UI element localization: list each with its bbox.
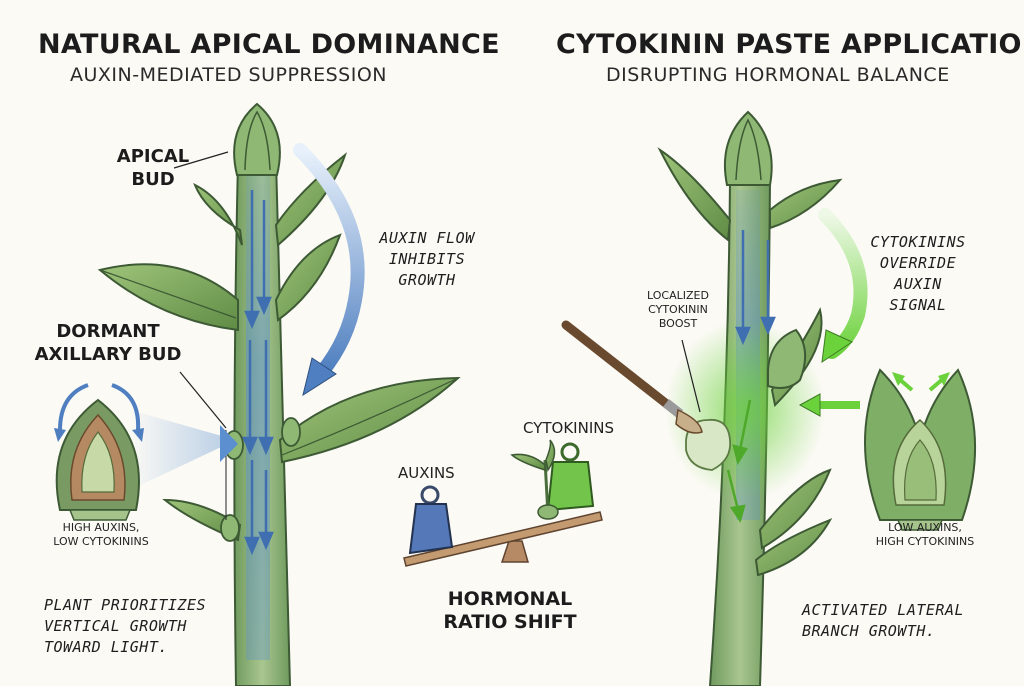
left-ratio-label: HIGH AUXINS, LOW CYTOKININS (53, 521, 149, 548)
right-ratio-label: LOW AUXINS, HIGH CYTOKININS (875, 521, 975, 548)
weight-icon (408, 442, 595, 555)
left-footer-note: PLANT PRIORITIZES VERTICAL GROWTH TOWARD… (44, 596, 207, 656)
right-plant (561, 110, 868, 686)
right-bud-cross-section (864, 368, 977, 531)
localized-boost-label: LOCALIZED CYTOKININ BOOST (647, 289, 709, 330)
cytokinins-label: CYTOKININS (523, 419, 614, 437)
right-panel-title: CYTOKININ PASTE APPLICATION (556, 29, 1024, 60)
left-panel-title: NATURAL APICAL DOMINANCE (38, 29, 500, 60)
dormant-axillary-bud-label: DORMANT AXILLARY BUD (34, 321, 182, 365)
auxin-flow-note: AUXIN FLOW INHIBITS GROWTH (379, 229, 475, 289)
brush-icon (561, 320, 703, 434)
apical-bud-label: APICAL BUD (116, 146, 190, 190)
balance-scale-icon (403, 511, 603, 567)
right-panel-subtitle: DISRUPTING HORMONAL BALANCE (606, 64, 950, 86)
cytokinin-override-note: CYTOKININS OVERRIDE AUXIN SIGNAL (870, 233, 966, 314)
center-sprout (510, 439, 559, 520)
left-bud-cross-section (54, 383, 238, 521)
left-plant (97, 102, 461, 686)
auxins-label: AUXINS (398, 464, 455, 482)
hormonal-ratio-shift-label: HORMONAL RATIO SHIFT (443, 588, 577, 633)
right-footer-note: ACTIVATED LATERAL BRANCH GROWTH. (802, 601, 965, 640)
left-panel-subtitle: AUXIN-MEDIATED SUPPRESSION (70, 64, 388, 86)
